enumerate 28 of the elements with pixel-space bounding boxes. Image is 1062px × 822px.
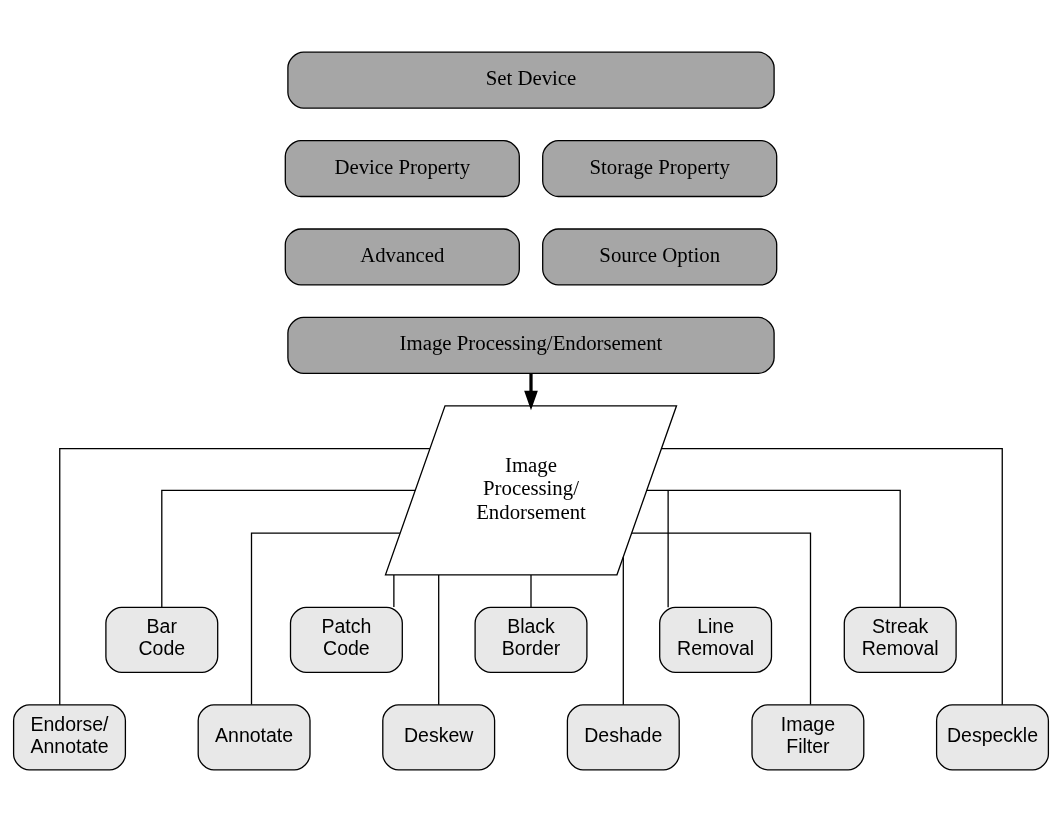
node-box: Annotate (197, 704, 311, 771)
connector (631, 532, 812, 706)
connector (667, 489, 669, 608)
node-box: Streak Removal (843, 606, 957, 673)
connector (646, 489, 901, 608)
connector (530, 574, 532, 608)
node-box: Image Processing/Endorsement (287, 316, 775, 374)
node-box: Set Device (287, 51, 775, 109)
node-box: Patch Code (289, 606, 403, 673)
connector (59, 448, 431, 706)
arrow (524, 373, 538, 411)
node-box: Deshade (566, 704, 680, 771)
connector (438, 574, 440, 706)
node-box: Advanced (284, 228, 520, 286)
node-box: Despeckle (935, 704, 1050, 771)
connector (250, 532, 401, 706)
node-box: Line Removal (659, 606, 773, 673)
node-box: Device Property (284, 139, 520, 198)
node-box: Source Option (542, 228, 778, 286)
node-box: Image Filter (751, 704, 865, 771)
node-box: Deskew (382, 704, 496, 771)
connector (622, 556, 624, 706)
connector (161, 489, 416, 608)
node-box: Black Border (474, 606, 588, 673)
connector (393, 574, 395, 608)
node-box: Endorse/ Annotate (12, 704, 127, 771)
node-box: Bar Code (105, 606, 219, 673)
node-box: Storage Property (542, 139, 778, 198)
